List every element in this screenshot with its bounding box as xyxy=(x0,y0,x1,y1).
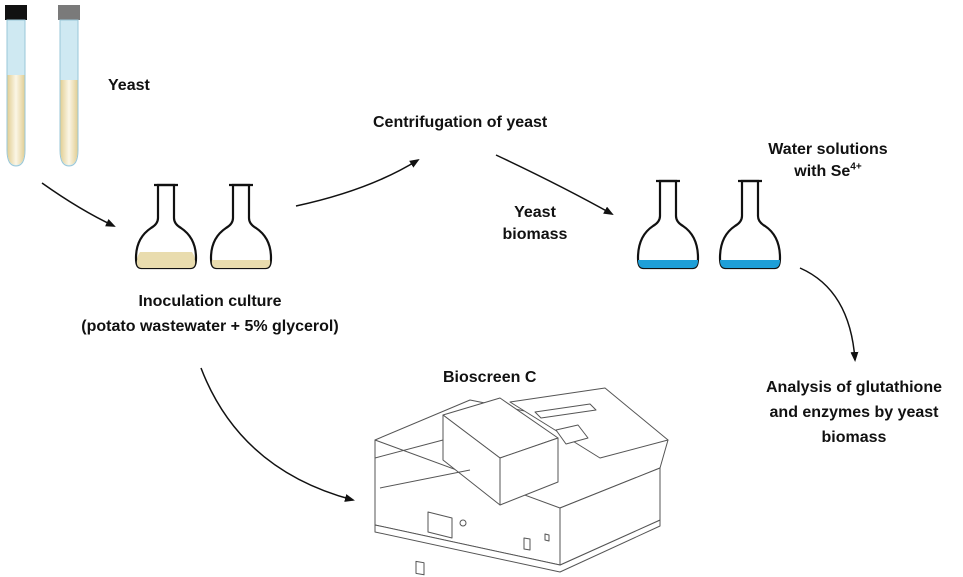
label-bioscreen: Bioscreen C xyxy=(443,369,537,386)
flask-icon xyxy=(718,179,782,270)
label-analysis-line3: biomass xyxy=(821,429,887,446)
label-water-line1: Water solutions xyxy=(768,141,888,158)
label-analysis: Analysis of glutathione and enzymes by y… xyxy=(745,375,963,450)
label-inoculation-culture: Inoculation culture (potato wastewater +… xyxy=(40,289,380,339)
label-inoculation-line1: Inoculation culture xyxy=(138,293,282,310)
label-yeast-biomass: Yeast biomass xyxy=(490,202,580,246)
flask-icon xyxy=(134,183,198,270)
arrow-culture-to-centrifugation xyxy=(295,158,420,207)
arrow-solutions-to-analysis xyxy=(799,267,859,362)
label-analysis-line1: Analysis of glutathione xyxy=(765,379,942,396)
flask-icon xyxy=(636,179,700,270)
plate-reader-icon xyxy=(374,387,669,576)
label-water-line2: with Se4+ xyxy=(742,161,914,183)
label-inoculation-line2: (potato wastewater + 5% glycerol) xyxy=(81,318,339,335)
label-yeast: Yeast xyxy=(108,77,150,94)
test-tube-icon xyxy=(5,5,27,167)
label-water-line2-sup: 4+ xyxy=(850,161,862,173)
arrow-tubes-to-culture xyxy=(41,182,116,227)
arrow-centrifugation-to-solutions xyxy=(495,154,614,215)
label-water-line2-text: with Se xyxy=(794,163,851,180)
label-yeast-biomass-line2: biomass xyxy=(502,226,568,243)
label-water-solutions: Water solutions with Se4+ xyxy=(742,139,914,183)
test-tube-icon xyxy=(58,5,80,167)
flask-icon xyxy=(209,183,273,270)
label-analysis-line2: and enzymes by yeast xyxy=(769,404,939,421)
label-centrifugation: Centrifugation of yeast xyxy=(373,114,548,131)
label-yeast-biomass-line1: Yeast xyxy=(514,204,556,221)
arrow-culture-to-bioscreen xyxy=(200,367,355,502)
